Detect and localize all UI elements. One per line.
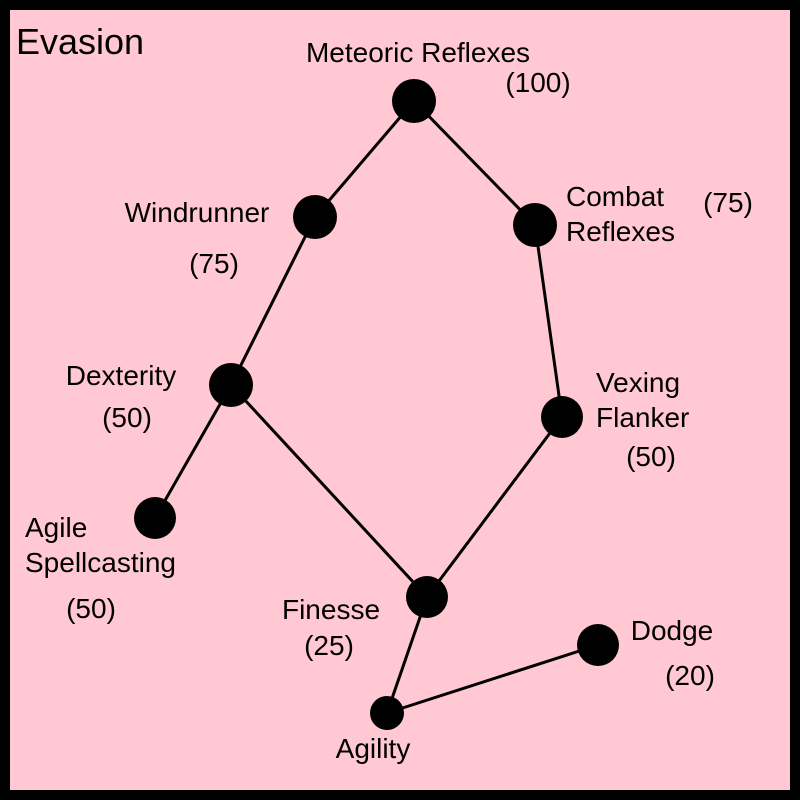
node-label-meteoric-reflexes: Meteoric Reflexes	[305, 37, 531, 68]
edge-dexterity-finesse	[229, 383, 429, 599]
page-title: Evasion	[16, 21, 145, 62]
node-label-windrunner: Windrunner	[124, 197, 270, 228]
node-agility[interactable]	[370, 696, 404, 730]
edge-dexterity-agile-spellcasting	[153, 384, 233, 519]
edge-agility-dodge	[386, 643, 599, 715]
node-label-agile-spellcasting: Agile Spellcasting	[25, 512, 176, 578]
node-label-finesse: Finesse	[281, 594, 381, 625]
node-cost-vexing-flanker: (50)	[626, 441, 676, 472]
node-agile-spellcasting[interactable]	[134, 497, 176, 539]
node-label-combat-reflexes: Combat Reflexes	[566, 181, 675, 247]
edge-vexing-flanker-finesse	[425, 416, 564, 598]
node-label-agility: Agility	[335, 733, 411, 764]
node-dodge[interactable]	[577, 624, 619, 666]
edge-meteoric-reflexes-combat-reflexes	[412, 99, 537, 227]
node-label-dexterity: Dexterity	[65, 360, 177, 391]
node-label-dodge: Dodge	[630, 615, 714, 646]
edge-combat-reflexes-vexing-flanker	[533, 224, 564, 418]
node-label-vexing-flanker: Vexing Flanker	[596, 367, 690, 433]
node-dexterity[interactable]	[209, 363, 253, 407]
node-windrunner[interactable]	[293, 195, 337, 239]
node-cost-agile-spellcasting: (50)	[66, 593, 116, 624]
node-cost-dexterity: (50)	[102, 402, 152, 433]
edge-meteoric-reflexes-windrunner	[313, 100, 416, 218]
node-combat-reflexes[interactable]	[513, 203, 557, 247]
node-cost-meteoric-reflexes: (100)	[505, 67, 571, 98]
node-vexing-flanker[interactable]	[541, 396, 583, 438]
node-meteoric-reflexes[interactable]	[392, 79, 436, 123]
node-cost-windrunner: (75)	[189, 248, 239, 279]
node-cost-dodge: (20)	[665, 660, 715, 691]
node-cost-finesse: (25)	[304, 630, 354, 661]
node-finesse[interactable]	[406, 576, 448, 618]
edge-windrunner-dexterity	[229, 216, 317, 386]
node-cost-combat-reflexes: (75)	[703, 187, 753, 218]
